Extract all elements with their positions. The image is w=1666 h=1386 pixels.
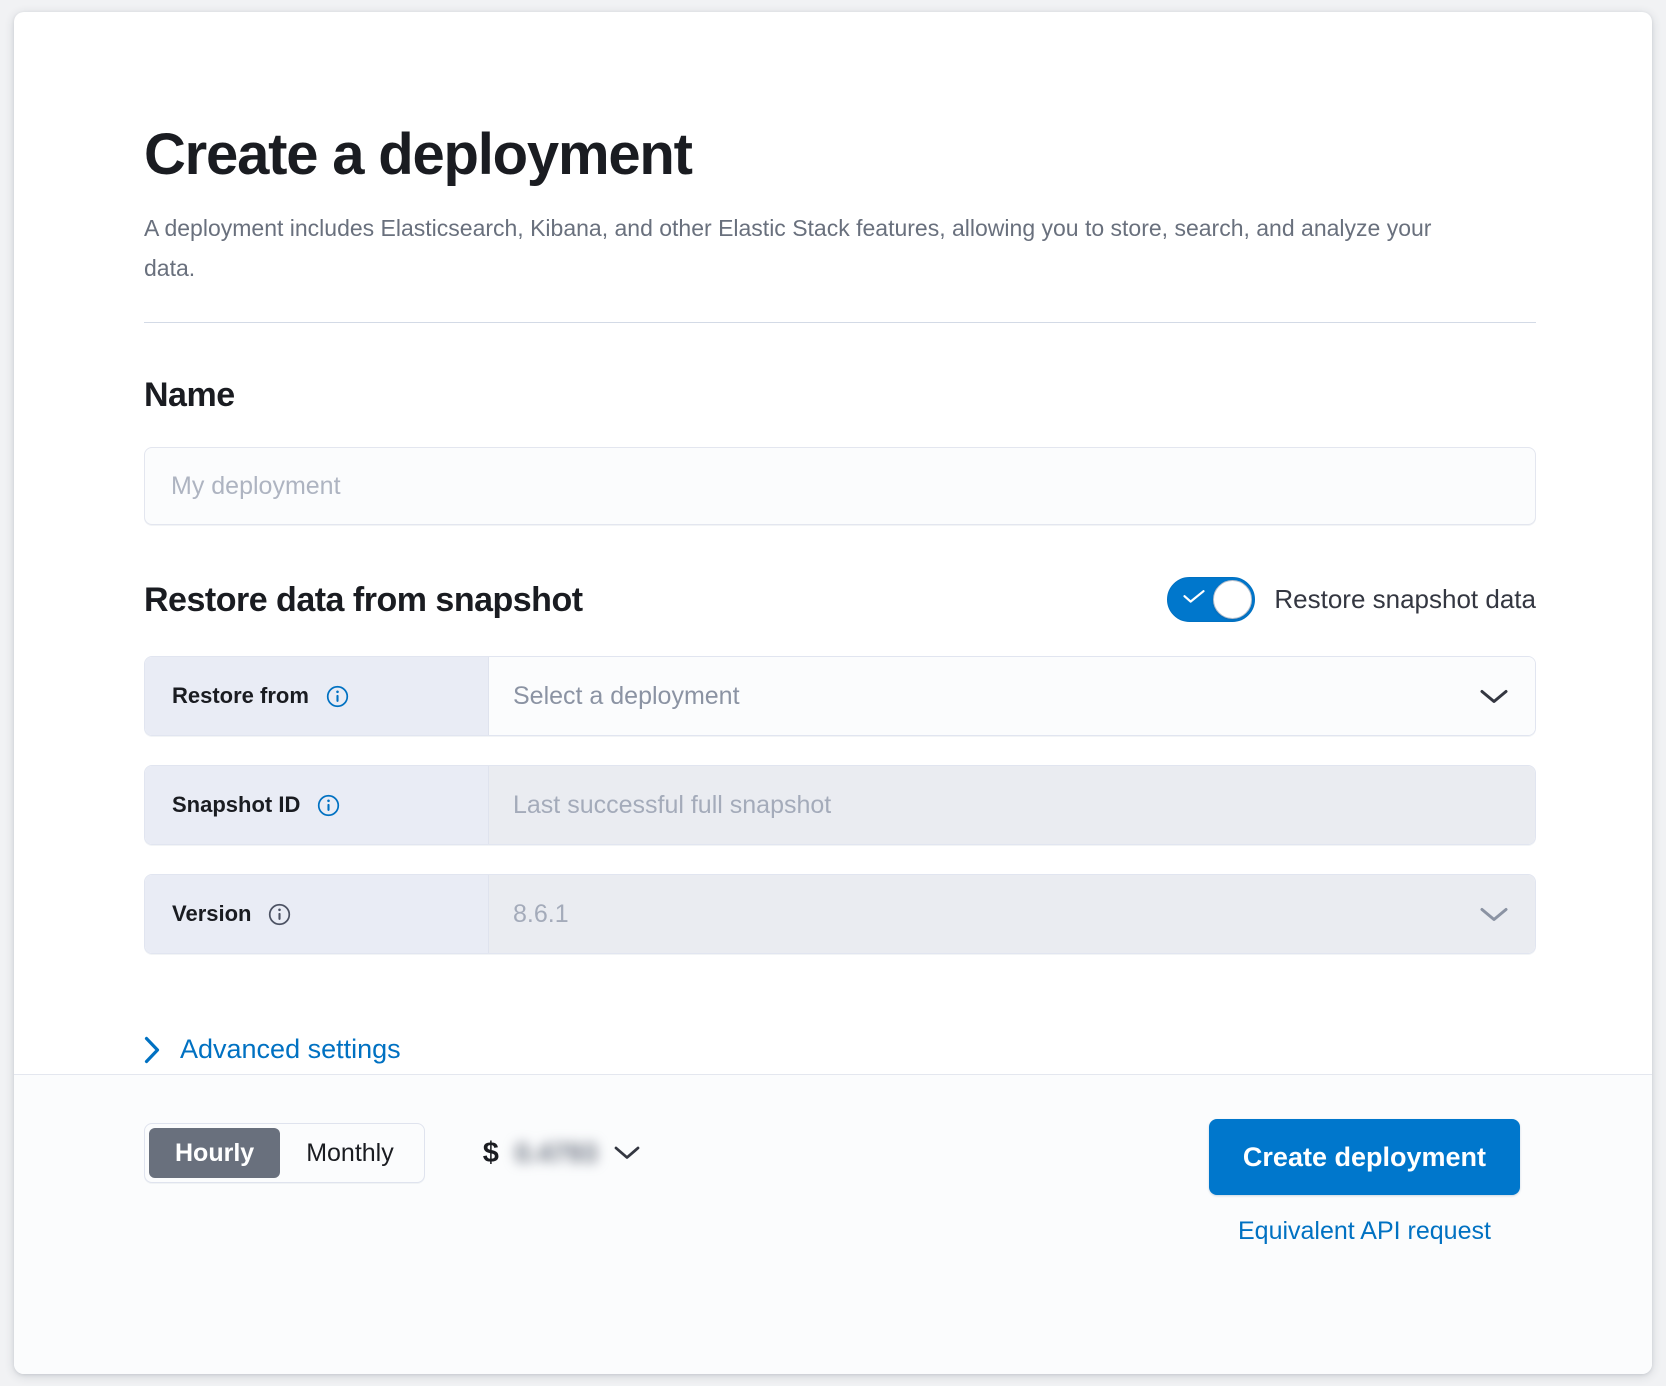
footer-left-group: Hourly Monthly $ 0.4793 [144,1119,641,1183]
advanced-settings-label: Advanced settings [180,1034,401,1064]
billing-period-toggle[interactable]: Hourly Monthly [144,1123,425,1183]
page-title: Create a deployment [144,122,693,187]
info-circle-icon[interactable] [326,685,349,708]
restore-snapshot-toggle-group[interactable]: Restore snapshot data [1167,577,1536,622]
name-section-heading: Name [144,376,235,414]
version-value: 8.6.1 [513,899,569,928]
chevron-down-icon[interactable] [613,1145,641,1161]
deployment-name-field[interactable]: My deployment [144,447,1536,525]
billing-option-hourly[interactable]: Hourly [149,1128,281,1178]
panel-footer: Hourly Monthly $ 0.4793 Create deploymen… [14,1074,1652,1374]
check-icon [1183,590,1205,603]
price-amount-redacted: 0.4793 [514,1137,598,1168]
page-subtitle: A deployment includes Elasticsearch, Kib… [144,215,1432,281]
price-summary[interactable]: $ 0.4793 [483,1137,642,1170]
deployment-name-placeholder: My deployment [171,471,341,500]
info-circle-icon[interactable] [268,903,291,926]
restore-snapshot-toggle[interactable] [1167,577,1256,622]
billing-option-monthly[interactable]: Monthly [306,1138,394,1167]
snapshot-id-input[interactable]: Last successful full snapshot [489,766,1535,844]
create-deployment-button[interactable]: Create deployment [1208,1119,1520,1195]
version-label: Version [172,901,252,926]
version-row[interactable]: Version 8.6.1 [144,874,1536,954]
snapshot-id-row[interactable]: Snapshot ID Last successful full snapsho… [144,765,1536,845]
snapshot-id-placeholder: Last successful full snapshot [513,790,832,819]
create-deployment-panel: Create a deployment A deployment include… [14,12,1652,1374]
restore-from-label: Restore from [172,683,309,708]
snapshot-id-label-prepend: Snapshot ID [145,766,489,844]
equivalent-api-request-link[interactable]: Equivalent API request [1237,1217,1491,1245]
restore-snapshot-toggle-label: Restore snapshot data [1274,584,1536,614]
price-currency-symbol: $ [482,1136,499,1169]
version-label-prepend: Version [145,875,489,953]
version-select[interactable]: 8.6.1 [489,875,1535,953]
restore-from-select[interactable]: Select a deployment [489,657,1535,735]
chevron-down-icon[interactable] [1479,906,1509,923]
restore-section-heading: Restore data from snapshot [144,580,583,619]
panel-body: Create a deployment A deployment include… [14,12,1652,1074]
snapshot-id-label: Snapshot ID [172,792,301,817]
footer-right-group: Create deployment Equivalent API request [1208,1119,1520,1246]
advanced-settings-toggle[interactable]: Advanced settings [144,1034,401,1065]
restore-from-label-prepend: Restore from [145,657,489,735]
chevron-down-icon[interactable] [1479,688,1509,705]
chevron-right-icon [144,1036,160,1063]
toggle-knob [1213,580,1253,619]
restore-section-header: Restore data from snapshot Restore snaps… [144,577,1536,622]
info-circle-icon[interactable] [317,794,340,817]
restore-from-value: Select a deployment [513,681,740,710]
restore-from-row[interactable]: Restore from Select a deployment [144,656,1536,736]
content-column: Create a deployment A deployment include… [144,124,1536,1069]
header-divider [144,322,1536,323]
